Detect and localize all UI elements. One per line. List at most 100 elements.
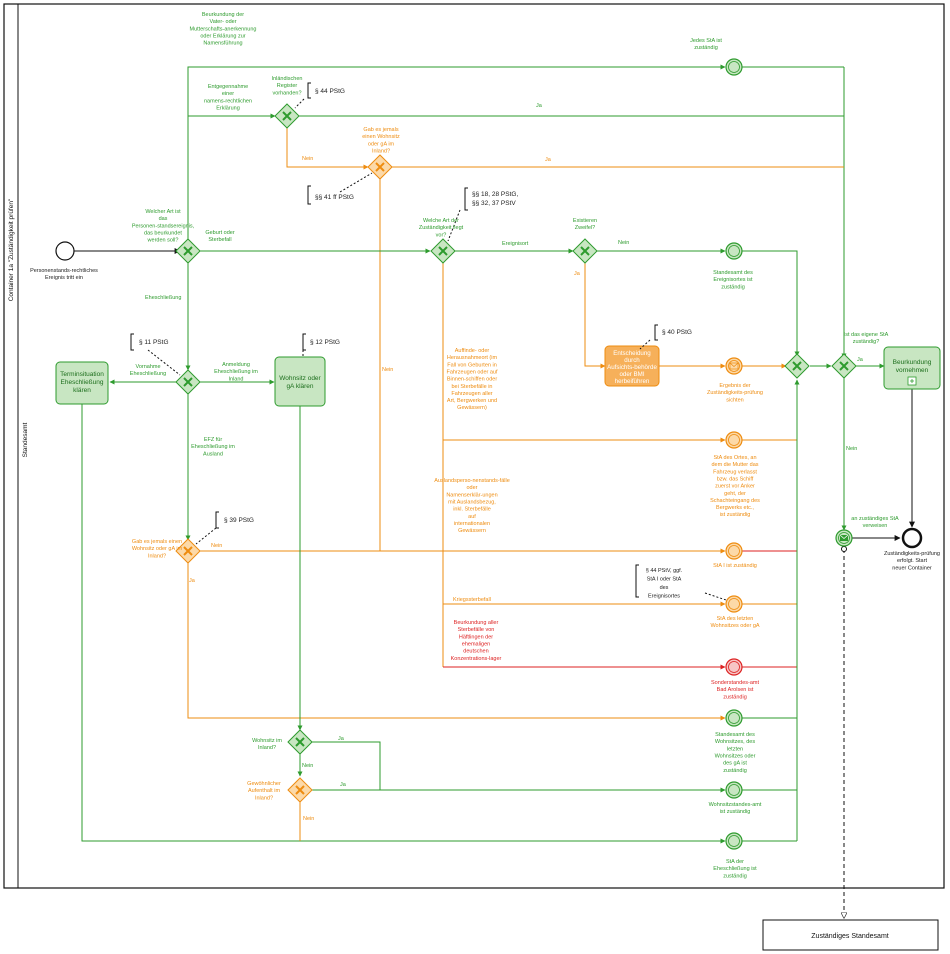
tasks	[55, 345, 941, 407]
ref-40-pstg: § 40 PStG	[662, 329, 692, 336]
event-ergebnis[interactable]	[725, 357, 743, 375]
event-ortes[interactable]	[725, 431, 743, 449]
gateway-existieren[interactable]	[572, 238, 598, 264]
label-nein-wohnsitz: Nein	[302, 763, 313, 769]
pool-name: Container 1a "Zuständigkeit prüfen"	[8, 198, 15, 301]
ref-18-pstg: §§ 18, 28 PStG,	[472, 191, 518, 198]
event-verweisen[interactable]	[835, 529, 853, 547]
ref-44-pstg: § 44 PStG	[315, 88, 345, 95]
start-event[interactable]	[55, 241, 75, 261]
event-sta1[interactable]	[725, 542, 743, 560]
event-wohnsitzes[interactable]	[725, 709, 743, 727]
label-ja-wohnsitz: Ja	[338, 736, 345, 742]
labels: § 44 PStG §§ 41 ff PStG §§ 18, 28 PStG, …	[30, 12, 940, 940]
label-flow-kriegssterbefall: Kriegssterbefall	[453, 597, 491, 603]
label-nein-gewoehnlicher: Nein	[303, 816, 314, 822]
flow-terminsituation-out	[81, 404, 726, 844]
gateway-eheschliessung[interactable]	[175, 369, 201, 395]
gateways	[175, 103, 857, 803]
gateway-inlaendische[interactable]	[274, 103, 300, 129]
ref-11-pstg: § 11 PStG	[139, 339, 169, 346]
task-wohnsitz[interactable]	[274, 356, 326, 407]
event-ereignisort[interactable]	[725, 242, 743, 260]
ref-41-pstg: §§ 41 ff PStG	[315, 194, 354, 201]
gateway-gab-es-top[interactable]	[367, 154, 393, 180]
ref-32-pstv: §§ 32, 37 PStV	[472, 200, 516, 207]
event-wohnsitzstandes[interactable]	[725, 781, 743, 799]
sequence-flows	[74, 64, 915, 918]
lane-name: Standesamt	[22, 422, 29, 457]
label-flow-ereignisort: Ereignisort	[502, 241, 529, 247]
ref-12-pstg: § 12 PStG	[310, 339, 340, 346]
flow-gab-es-low-ja	[187, 563, 726, 721]
label-ja-eigene: Ja	[857, 357, 864, 363]
flow-inlaendisch-nein	[286, 128, 369, 170]
label-nein-inlaendisch: Nein	[302, 156, 313, 162]
label-ja-inlaendisch: Ja	[536, 103, 543, 109]
events	[55, 58, 923, 850]
label-ja-existieren: Ja	[574, 271, 581, 277]
event-letzten[interactable]	[725, 595, 743, 613]
flow-wohnsitz-ja	[312, 741, 381, 790]
external-pool-label: Zuständiges Standesamt	[811, 933, 888, 940]
label-nein-existieren: Nein	[618, 240, 629, 246]
external-pool[interactable]	[762, 919, 939, 951]
event-jedes[interactable]	[725, 58, 743, 76]
gateway-gewoehnlicher[interactable]	[287, 777, 313, 803]
gateway-wohnsitz-inland[interactable]	[287, 729, 313, 755]
ref-39-pstg: § 39 PStG	[224, 517, 254, 524]
label-ja-gab-es-top: Ja	[545, 157, 552, 163]
task-entscheidung[interactable]	[604, 345, 660, 387]
label-sta1: StA I ist zuständig	[713, 563, 757, 569]
envelope-filled-icon	[840, 535, 848, 541]
gateway-merge[interactable]	[784, 353, 810, 379]
pool: Container 1a "Zuständigkeit prüfen" Stan…	[3, 3, 945, 889]
flow-beurkundung-vater	[187, 64, 726, 243]
label-flow-eheschliessung: Eheschließung	[145, 295, 181, 301]
gateway-eigene[interactable]	[831, 353, 857, 379]
gateway-gab-es-low[interactable]	[175, 538, 201, 564]
task-terminsituation[interactable]	[55, 361, 109, 405]
end-event[interactable]	[901, 527, 923, 549]
task-beurkundung[interactable]	[883, 346, 941, 390]
event-arolsen[interactable]	[725, 658, 743, 676]
annotations	[130, 82, 727, 601]
gateway-welche-art[interactable]	[175, 238, 201, 264]
gateway-welche-zust[interactable]	[430, 238, 456, 264]
label-nein-gab-es-low: Nein	[211, 543, 222, 549]
subprocess-marker-icon	[907, 376, 917, 386]
event-eheschliessung[interactable]	[725, 832, 743, 850]
label-ja-gewoehnlicher: Ja	[340, 782, 347, 788]
label-nein-eigene: Nein	[846, 446, 857, 452]
flow-ereignisort-out	[742, 250, 800, 357]
